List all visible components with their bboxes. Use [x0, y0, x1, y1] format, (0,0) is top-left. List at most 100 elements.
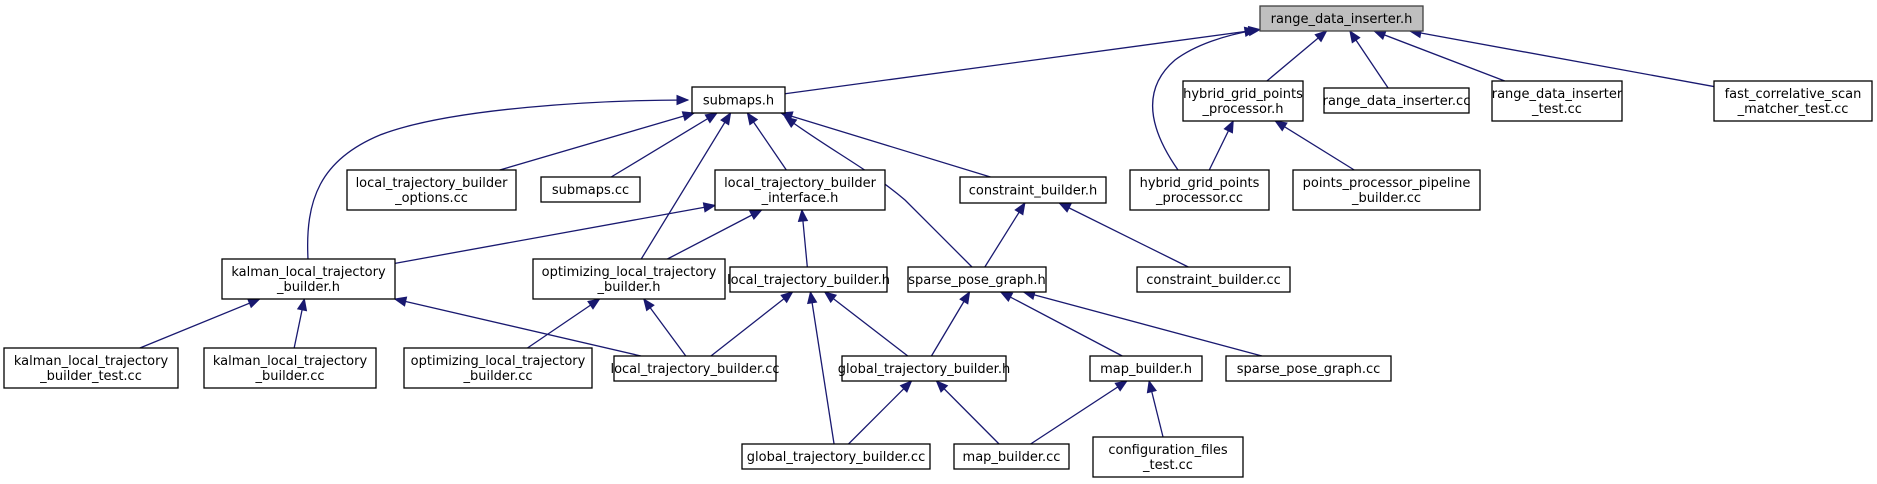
edge-gtb_h-to-spg_h	[930, 290, 971, 357]
node-box[interactable]	[1491, 80, 1623, 122]
node-box[interactable]	[203, 347, 377, 389]
node-label: map_builder.cc	[963, 450, 1061, 465]
node-box[interactable]	[613, 355, 777, 382]
node-optimizing-local-trajectory-builder-h[interactable]: optimizing_local_trajectory_builder.h	[532, 258, 726, 300]
edge-line	[1152, 29, 1257, 171]
node-kalman-local-trajectory-builder-test-cc[interactable]: kalman_local_trajectory_builder_test.cc	[3, 347, 179, 389]
node-label: kalman_local_trajectory	[231, 265, 386, 280]
arrowhead-icon	[779, 111, 794, 122]
node-local-trajectory-builder-h[interactable]: local_trajectory_builder.h	[727, 266, 890, 293]
node-label: _processor.h	[1202, 102, 1284, 117]
node-constraint-builder-cc[interactable]: constraint_builder.cc	[1136, 266, 1291, 293]
edge-line	[1409, 30, 1715, 88]
arrowhead-icon	[746, 111, 759, 126]
node-box[interactable]	[1259, 5, 1424, 32]
edge-line	[848, 380, 912, 445]
node-configuration-files-test-cc[interactable]: configuration_files_test.cc	[1092, 436, 1244, 478]
node-range-data-inserter-test-cc[interactable]: range_data_inserter_test.cc	[1491, 80, 1623, 122]
node-global-trajectory-builder-h[interactable]: global_trajectory_builder.h	[838, 355, 1010, 382]
node-fast-correlative-scan-matcher-test-cc[interactable]: fast_correlative_scan_matcher_test.cc	[1713, 80, 1873, 122]
node-box[interactable]	[1136, 266, 1291, 293]
node-box[interactable]	[1713, 80, 1873, 122]
arrowhead-icon	[1114, 380, 1128, 392]
arrowhead-icon	[899, 380, 913, 393]
edge-line	[643, 298, 687, 357]
node-hybrid-grid-points-processor-cc[interactable]: hybrid_grid_points_processor.cc	[1129, 169, 1270, 211]
node-box[interactable]	[1323, 87, 1470, 114]
node-box[interactable]	[1225, 355, 1392, 382]
edge-ltb_cc-to-oltb_h	[642, 297, 687, 357]
node-box[interactable]	[3, 347, 179, 389]
node-box[interactable]	[221, 258, 396, 300]
node-map-builder-cc[interactable]: map_builder.cc	[953, 443, 1070, 470]
arrowhead-icon	[246, 298, 261, 309]
edge-line	[499, 112, 695, 171]
node-label: range_data_inserter	[1492, 87, 1623, 102]
edge-line	[527, 298, 600, 349]
node-local-trajectory-builder-options-cc[interactable]: local_trajectory_builder_options.cc	[346, 169, 517, 211]
arrowhead-icon	[642, 297, 655, 312]
node-kalman-local-trajectory-builder-h[interactable]: kalman_local_trajectory_builder.h	[221, 258, 396, 300]
arrowhead-icon	[681, 111, 696, 122]
arrowhead-icon	[823, 291, 838, 304]
node-box[interactable]	[841, 355, 1007, 382]
node-label: _processor.cc	[1155, 191, 1243, 206]
node-label: fast_correlative_scan	[1725, 87, 1862, 102]
node-box[interactable]	[1129, 169, 1270, 211]
node-box[interactable]	[729, 266, 888, 293]
node-label: _options.cc	[394, 191, 468, 206]
node-box[interactable]	[691, 86, 786, 114]
edge-ltb_cc-to-kltb_h	[393, 296, 642, 357]
node-optimizing-local-trajectory-builder-cc[interactable]: optimizing_local_trajectory_builder.cc	[403, 347, 593, 389]
node-box[interactable]	[1092, 436, 1244, 478]
arrowhead-icon	[1223, 119, 1234, 134]
node-box[interactable]	[1182, 80, 1304, 122]
node-box[interactable]	[403, 347, 593, 389]
node-label: sparse_pose_graph.h	[908, 273, 1046, 288]
node-local-trajectory-builder-cc[interactable]: local_trajectory_builder.cc	[610, 355, 780, 382]
node-range-data-inserter-cc[interactable]: range_data_inserter.cc	[1323, 87, 1471, 114]
edge-kltb_h-to-ltbi_h	[394, 202, 717, 264]
edge-line	[1266, 30, 1327, 82]
edge-rdi_cc-to-rdi_h	[1349, 29, 1389, 89]
node-global-trajectory-builder-cc[interactable]: global_trajectory_builder.cc	[741, 443, 931, 470]
node-box[interactable]	[714, 169, 886, 211]
node-label: local_trajectory_builder.cc	[610, 362, 779, 377]
edge-hgpp_cc-to-hgpp_h	[1208, 119, 1234, 171]
node-constraint-builder-h[interactable]: constraint_builder.h	[959, 176, 1107, 204]
node-box[interactable]	[907, 266, 1047, 293]
node-range-data-inserter-h[interactable]: range_data_inserter.h	[1259, 5, 1424, 32]
edge-mb_cc-to-mb_h	[1030, 380, 1128, 445]
arrowhead-icon	[1243, 26, 1258, 38]
node-box[interactable]	[1292, 169, 1481, 211]
node-kalman-local-trajectory-builder-cc[interactable]: kalman_local_trajectory_builder.cc	[203, 347, 377, 389]
node-submaps-cc[interactable]: submaps.cc	[540, 176, 641, 203]
node-box[interactable]	[741, 443, 931, 470]
edge-line	[306, 99, 689, 260]
edge-oltb_cc-to-oltb_h	[527, 298, 601, 349]
node-label: global_trajectory_builder.cc	[747, 450, 925, 465]
edge-line	[780, 112, 991, 178]
node-label: submaps.cc	[552, 183, 629, 198]
node-hybrid-grid-points-processor-h[interactable]: hybrid_grid_points_processor.h	[1182, 80, 1304, 122]
node-label: local_trajectory_builder	[724, 176, 877, 191]
node-box[interactable]	[1089, 355, 1203, 382]
node-box[interactable]	[953, 443, 1070, 470]
node-box[interactable]	[959, 176, 1107, 204]
edge-kltb_test-to-kltb_h	[139, 298, 261, 349]
node-sparse-pose-graph-h[interactable]: sparse_pose_graph.h	[907, 266, 1047, 293]
node-label: global_trajectory_builder.h	[838, 362, 1010, 377]
node-map-builder-h[interactable]: map_builder.h	[1089, 355, 1203, 382]
arrowhead-icon	[720, 111, 732, 126]
node-sparse-pose-graph-cc[interactable]: sparse_pose_graph.cc	[1225, 355, 1392, 382]
node-box[interactable]	[540, 176, 641, 203]
node-local-trajectory-builder-interface-h[interactable]: local_trajectory_builder_interface.h	[714, 169, 886, 211]
node-box[interactable]	[532, 258, 726, 300]
node-label: sparse_pose_graph.cc	[1237, 362, 1381, 377]
edge-line	[1058, 202, 1189, 268]
node-box[interactable]	[346, 169, 517, 211]
edge-line	[1030, 380, 1128, 445]
node-points-processor-pipeline-builder-cc[interactable]: points_processor_pipeline_builder.cc	[1292, 169, 1481, 211]
node-submaps-h[interactable]: submaps.h	[691, 86, 786, 114]
edge-kltb_h-to-submaps_h	[306, 94, 690, 260]
